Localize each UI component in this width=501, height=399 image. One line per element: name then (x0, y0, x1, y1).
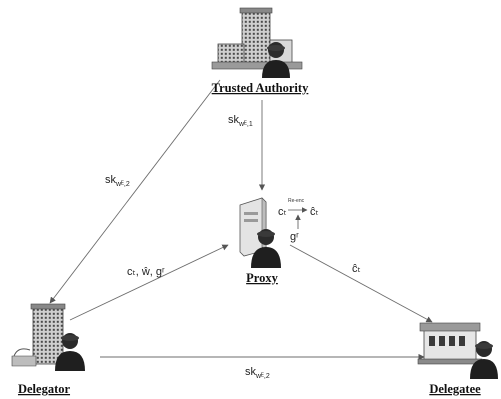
reenc-label: Re-enc (288, 198, 305, 204)
trusted-authority-person-icon (262, 42, 290, 78)
trusted-authority-label: Trusted Authority (212, 81, 309, 95)
reenc-input: cₜ (278, 206, 287, 218)
delegator-person-icon (55, 333, 85, 371)
label-delegator-to-proxy: cₜ, ŵ, gʳ (127, 266, 165, 278)
edge-delegator-to-proxy (69, 244, 229, 321)
delegator-building-icon (11, 303, 66, 367)
reenc-key: gʳ (290, 231, 299, 243)
proxy-reencryption-annotation: Re-enc cₜ ĉₜ gʳ (278, 198, 319, 243)
proxy-person-icon (251, 229, 281, 268)
label-delegator-to-delegatee: skwᴱ,2 (245, 366, 270, 380)
delegator-label: Delegator (18, 382, 71, 396)
delegatee-label: Delegatee (429, 382, 481, 396)
edge-ta-to-delegator (49, 79, 221, 304)
delegatee-person-icon (470, 341, 498, 379)
reenc-output: ĉₜ (310, 206, 319, 218)
delegatee-building-icon (417, 322, 483, 365)
label-ta-to-delegator: skwᴱ,2 (105, 174, 130, 188)
label-proxy-to-delegatee: ĉₜ (352, 263, 361, 275)
edge-proxy-to-delegatee (289, 244, 433, 323)
proxy-server-icon (239, 197, 267, 257)
proxy-label: Proxy (246, 271, 278, 285)
label-ta-to-proxy: skwᴱ,1 (228, 114, 253, 128)
trusted-authority-building-icon (211, 7, 303, 70)
